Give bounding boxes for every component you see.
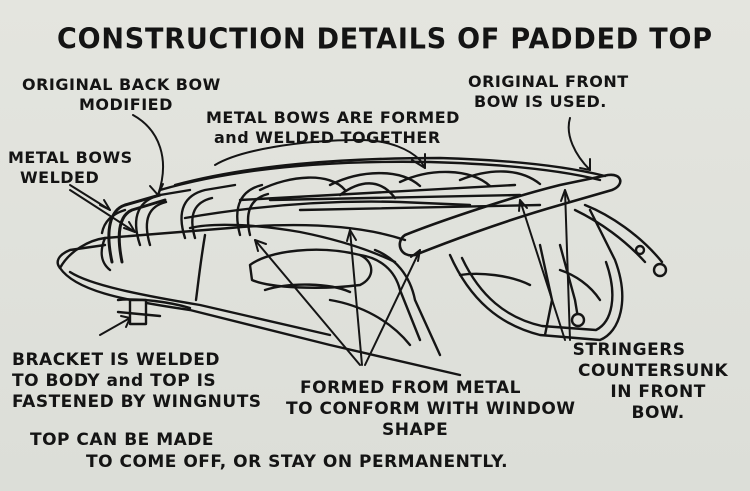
label-front-bow: ORIGINAL FRONT BOW IS USED. — [468, 72, 629, 112]
back-bow — [107, 193, 162, 264]
title: CONSTRUCTION DETAILS OF PADDED TOP — [57, 23, 713, 56]
label-removable: TOP CAN BE MADE TO COME OFF, OR STAY ON … — [30, 430, 508, 473]
arrow-formed-bows — [214, 139, 426, 169]
label-metal-bows-formed: METAL BOWS ARE FORMED and WELDED TOGETHE… — [206, 108, 460, 148]
label-front-bow-line-2: BOW IS USED. — [474, 92, 607, 111]
label-back-bow-line-2: MODIFIED — [79, 95, 173, 114]
arrow-back-bow — [132, 114, 164, 196]
label-stringers-line-4: BOW. — [631, 403, 685, 423]
label-formed-metal: FORMED FROM METAL TO CONFORM WITH WINDOW… — [286, 378, 576, 441]
arrow-stringers — [519, 199, 566, 341]
label-back-bow: ORIGINAL BACK BOW MODIFIED — [22, 75, 221, 115]
label-stringers-line-3: IN FRONT — [610, 382, 706, 402]
label-back-bow-line-1: ORIGINAL BACK BOW — [22, 75, 221, 94]
label-formed-metal-line-3: SHAPE — [382, 420, 449, 440]
arrow-formed-metal-1 — [254, 239, 361, 366]
stringer-2 — [298, 203, 542, 212]
label-bows-welded-line-2: WELDED — [20, 168, 100, 187]
label-metal-bows-formed-line-2: and WELDED TOGETHER — [214, 128, 441, 147]
label-bracket-line-1: BRACKET IS WELDED — [12, 350, 221, 370]
body-lower-line — [58, 266, 462, 377]
label-formed-metal-line-2: TO CONFORM WITH WINDOW — [286, 399, 576, 419]
label-stringers: STRINGERS COUNTERSUNK IN FRONT BOW. — [540, 340, 728, 424]
stringer-1 — [268, 193, 522, 202]
windshield — [448, 208, 624, 342]
label-metal-bows-formed-line-1: METAL BOWS ARE FORMED — [206, 108, 460, 127]
label-bows-welded-line-1: METAL BOWS — [8, 148, 133, 167]
metal-bow-1 — [134, 188, 192, 247]
label-stringers-line-1: STRINGERS — [572, 340, 686, 360]
label-stringers-line-2: COUNTERSUNK — [578, 361, 729, 381]
label-removable-line-1: TOP CAN BE MADE — [30, 430, 214, 450]
label-bows-welded: METAL BOWS WELDED — [8, 148, 133, 188]
metal-bow-2 — [180, 183, 237, 240]
label-formed-metal-line-1: FORMED FROM METAL — [300, 378, 521, 398]
bracket — [128, 298, 148, 326]
label-bracket-line-2: TO BODY and TOP IS — [12, 371, 217, 391]
label-bracket-line-3: FASTENED BY WINGNUTS — [12, 392, 262, 412]
arrow-front-bow — [567, 117, 591, 171]
label-removable-line-2: TO COME OFF, OR STAY ON PERMANENTLY. — [86, 452, 509, 472]
label-front-bow-line-1: ORIGINAL FRONT — [468, 72, 629, 91]
arrow-bracket — [99, 317, 131, 336]
label-bracket: BRACKET IS WELDED TO BODY and TOP IS FAS… — [12, 350, 262, 413]
side-window-frame — [194, 233, 207, 302]
top-rail-right — [183, 200, 472, 220]
